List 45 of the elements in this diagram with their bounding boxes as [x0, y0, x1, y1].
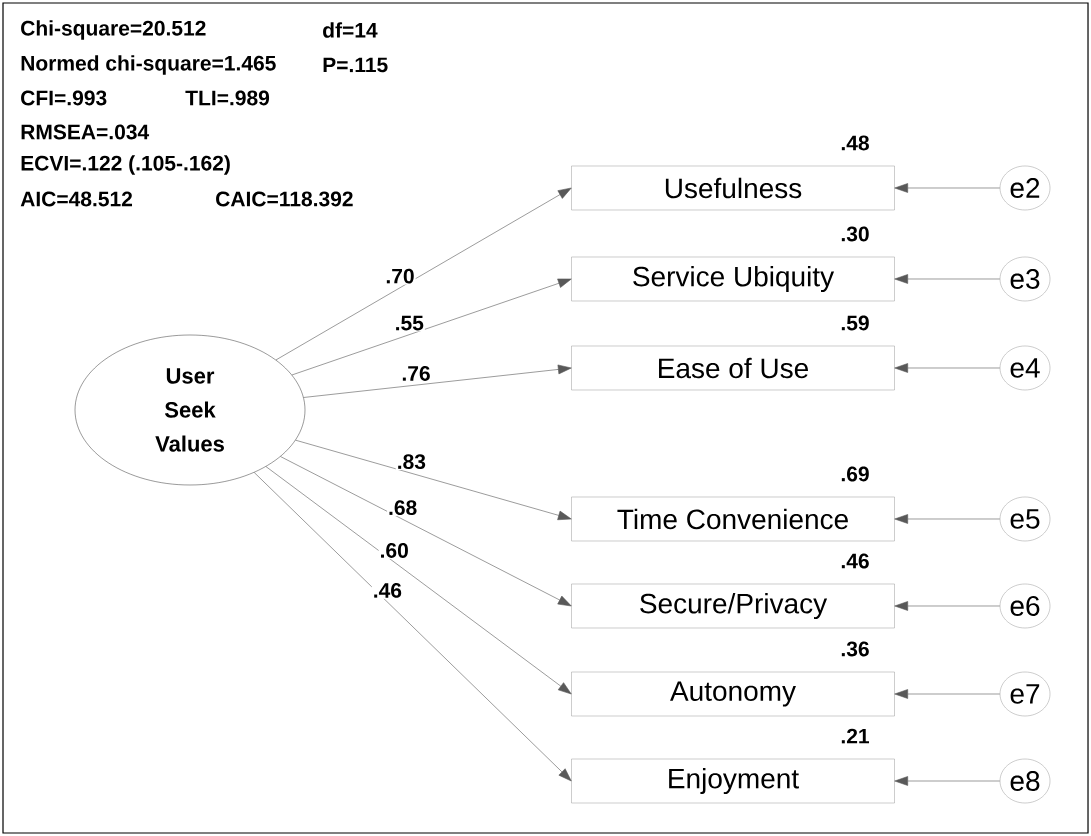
arrow — [280, 456, 572, 607]
arrow — [894, 689, 1001, 699]
arrow — [291, 278, 572, 376]
arrow — [275, 187, 572, 361]
observed-variable-box: Autonomy — [571, 671, 895, 717]
squared-multiple-correlation: .36 — [841, 641, 869, 657]
fit-statistic: CAIC=118.392 — [216, 191, 353, 207]
observed-variable-box: Enjoyment — [571, 758, 895, 804]
fit-statistic: RMSEA=.034 — [21, 124, 150, 140]
arrow — [894, 274, 1001, 284]
observed-variable-box: Time Convenience — [571, 496, 895, 542]
path-coefficient: .83 — [395, 453, 427, 471]
path-coefficient: .68 — [387, 499, 419, 517]
fit-statistic: AIC=48.512 — [20, 191, 132, 207]
fit-statistic: P=.115 — [323, 57, 388, 73]
fit-statistic: df=14 — [323, 22, 378, 38]
arrow — [303, 364, 572, 398]
squared-multiple-correlation: .21 — [841, 728, 869, 744]
path-coefficient: .76 — [400, 365, 432, 382]
arrow — [894, 601, 1001, 611]
fit-statistic: CFI=.993 — [21, 90, 107, 106]
arrow — [894, 183, 1001, 193]
arrow — [295, 439, 572, 521]
fit-statistic: ECVI=.122 (.105-.162) — [21, 155, 230, 175]
squared-multiple-correlation: .69 — [841, 466, 869, 482]
observed-variable-box: Usefulness — [571, 165, 895, 211]
squared-multiple-correlation: .59 — [841, 315, 869, 331]
arrow — [253, 472, 572, 782]
observed-variable-box: Service Ubiquity — [571, 256, 895, 302]
squared-multiple-correlation: .46 — [841, 553, 869, 569]
fit-statistic: TLI=.989 — [185, 90, 270, 106]
path-coefficient: .70 — [384, 267, 416, 285]
path-coefficient: .60 — [378, 542, 410, 559]
arrow — [894, 776, 1001, 786]
fit-statistic: Normed chi-square=1.465 — [21, 55, 276, 75]
fit-statistic: Chi-square=20.512 — [21, 20, 206, 40]
observed-variable-box: Ease of Use — [571, 345, 895, 391]
squared-multiple-correlation: .48 — [841, 135, 869, 151]
path-coefficient: .46 — [371, 581, 403, 599]
observed-variable-box: Secure/Privacy — [571, 583, 895, 629]
arrow — [894, 514, 1001, 524]
arrow — [265, 466, 572, 695]
squared-multiple-correlation: .30 — [841, 226, 869, 242]
path-coefficient: .55 — [393, 314, 425, 332]
arrow — [894, 363, 1001, 373]
